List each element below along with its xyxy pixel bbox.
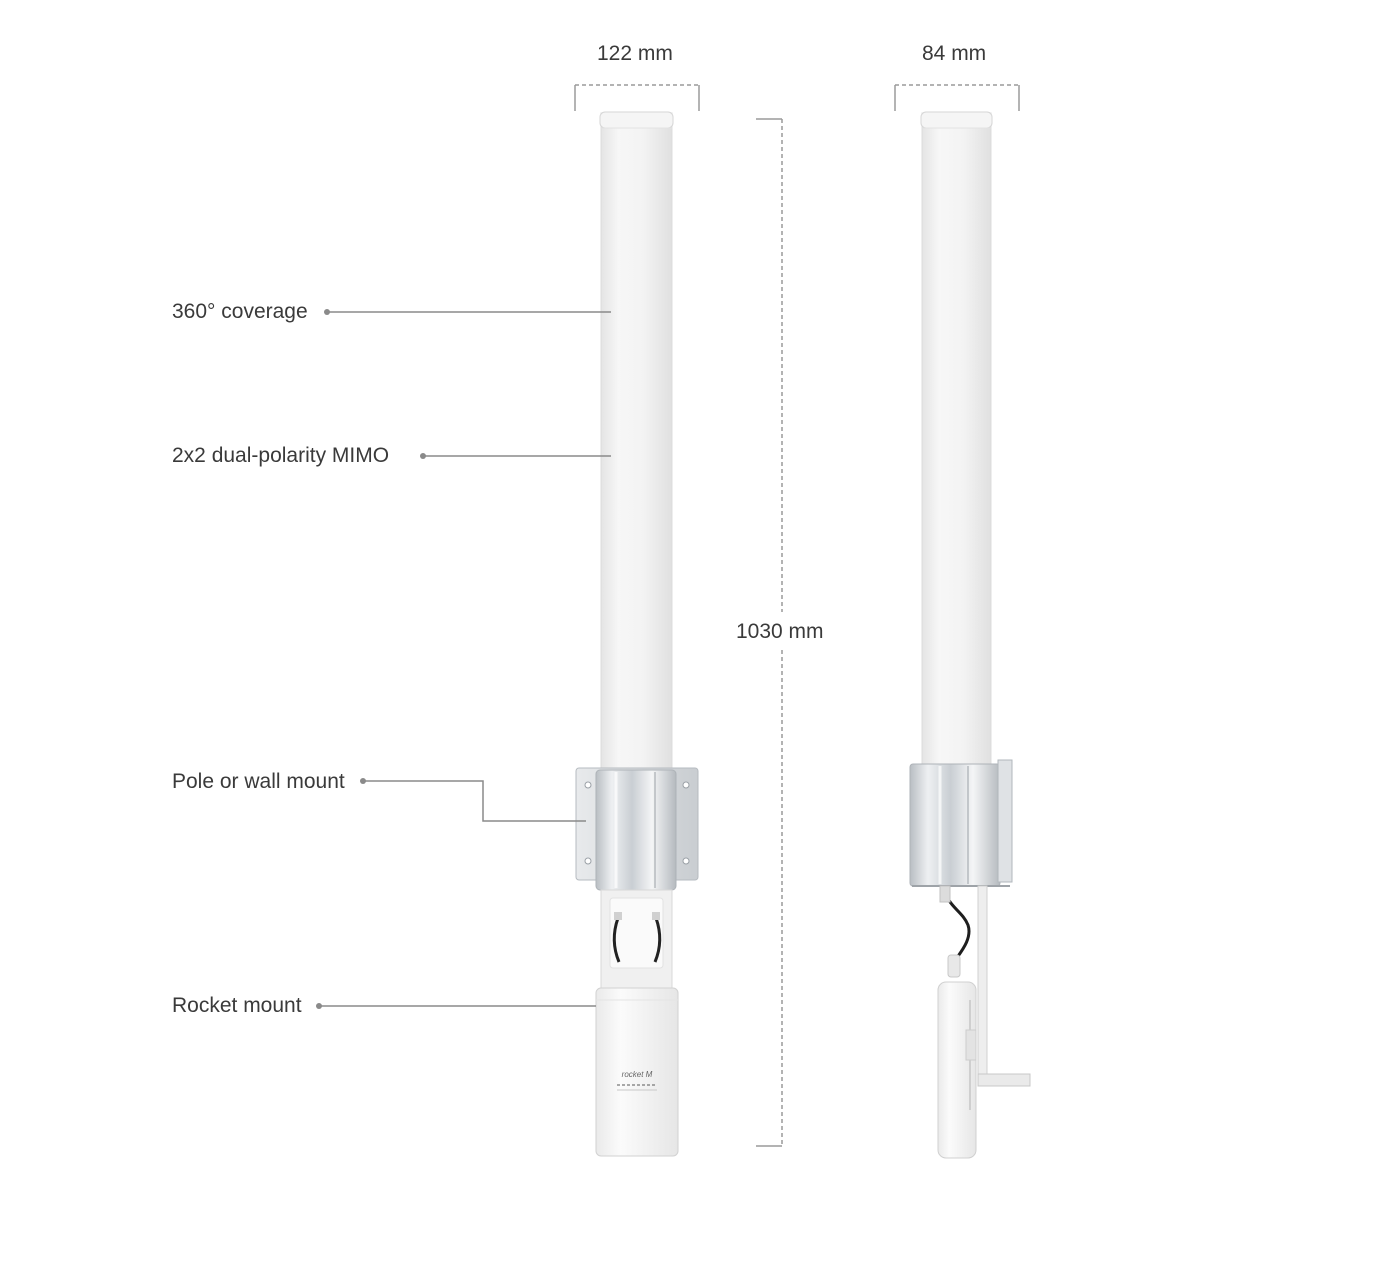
callout-mimo: 2x2 dual-polarity MIMO: [172, 444, 390, 467]
leader-coverage: [324, 309, 611, 315]
callout-rocket: Rocket mount: [172, 994, 302, 1017]
radio-brand-mark: rocket M: [622, 1070, 653, 1079]
front-width-label: 122 mm: [597, 42, 673, 65]
antenna-side-view: [909, 111, 1031, 1159]
callout-mount: Pole or wall mount: [172, 770, 345, 793]
height-label: 1030 mm: [736, 620, 824, 643]
antenna-front-view: rocket M: [575, 111, 699, 1157]
leader-rocket: [316, 1003, 596, 1009]
front-width-bracket: [574, 84, 700, 111]
height-dimension-line: [756, 118, 783, 1147]
leader-mount: [360, 778, 586, 822]
callout-coverage: 360° coverage: [172, 300, 308, 323]
side-width-label: 84 mm: [922, 42, 987, 65]
leader-mimo: [420, 453, 611, 459]
side-width-bracket: [894, 84, 1020, 111]
